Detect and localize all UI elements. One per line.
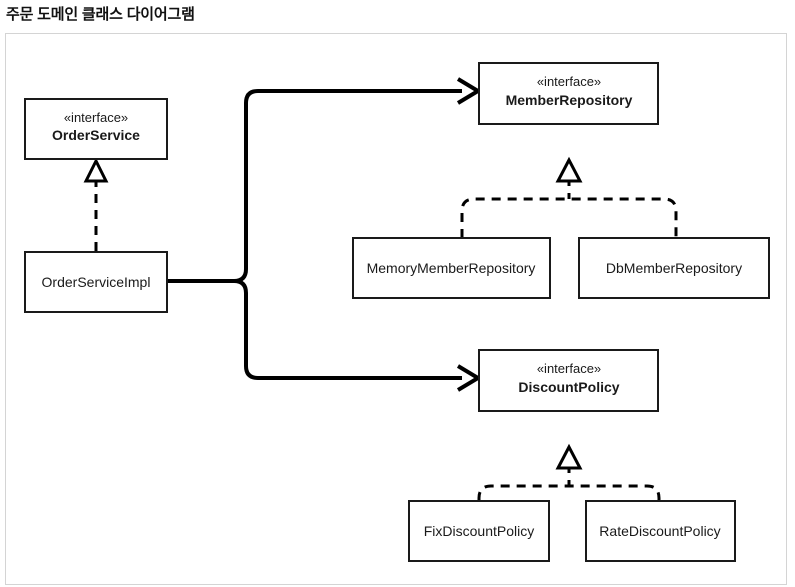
class-box-order-service[interactable]: «interface» OrderService [24, 98, 168, 160]
diagram-canvas-panel: «interface» OrderService OrderServiceImp… [5, 33, 787, 585]
class-box-discount-policy-stereotype: «interface» [537, 361, 601, 376]
class-box-member-repository-rect [478, 62, 659, 125]
class-box-db-member-repository-rect [578, 237, 770, 299]
class-box-db-member-repository[interactable]: DbMemberRepository [578, 237, 770, 299]
class-box-order-service-stereotype: «interface» [64, 110, 128, 125]
realization-triangle-memberrepository [555, 156, 583, 183]
class-box-db-member-repository-name: DbMemberRepository [606, 260, 742, 276]
realization-fork-discountpolicy [477, 484, 661, 501]
class-box-fix-discount-policy-rect [408, 500, 550, 562]
class-diagram: «interface» OrderService OrderServiceImp… [24, 62, 770, 562]
class-box-member-repository-stereotype: «interface» [537, 74, 601, 89]
class-box-discount-policy[interactable]: «interface» DiscountPolicy [478, 349, 659, 412]
class-box-memory-member-repository-name: MemoryMemberRepository [367, 260, 536, 276]
class-box-order-service-rect [24, 98, 168, 160]
class-box-order-service-name: OrderService [52, 127, 140, 143]
connector-group [83, 77, 678, 501]
class-box-discount-policy-name: DiscountPolicy [518, 379, 619, 395]
class-box-rate-discount-policy-name: RateDiscountPolicy [599, 523, 720, 539]
class-box-order-service-impl-name: OrderServiceImpl [42, 274, 151, 290]
class-box-order-service-impl[interactable]: OrderServiceImpl [24, 251, 168, 313]
realization-triangle-discountpolicy [555, 443, 583, 470]
class-box-member-repository-name: MemberRepository [506, 92, 633, 108]
class-box-fix-discount-policy-name: FixDiscountPolicy [424, 523, 534, 539]
class-box-memory-member-repository-rect [352, 237, 551, 299]
class-box-fix-discount-policy[interactable]: FixDiscountPolicy [408, 500, 550, 562]
association-line-orderserviceimpl-discountpolicy [167, 279, 462, 380]
class-box-rate-discount-policy-rect [585, 500, 736, 562]
realization-triangle-orderservice [83, 157, 109, 183]
class-box-rate-discount-policy[interactable]: RateDiscountPolicy [585, 500, 736, 562]
class-box-order-service-impl-rect [24, 251, 168, 313]
page-title: 주문 도메인 클래스 다이어그램 [6, 6, 195, 23]
class-box-memory-member-repository[interactable]: MemoryMemberRepository [352, 237, 551, 299]
class-box-discount-policy-rect [478, 349, 659, 412]
realization-fork-memberrepository [460, 197, 678, 238]
class-box-member-repository[interactable]: «interface» MemberRepository [478, 62, 659, 125]
